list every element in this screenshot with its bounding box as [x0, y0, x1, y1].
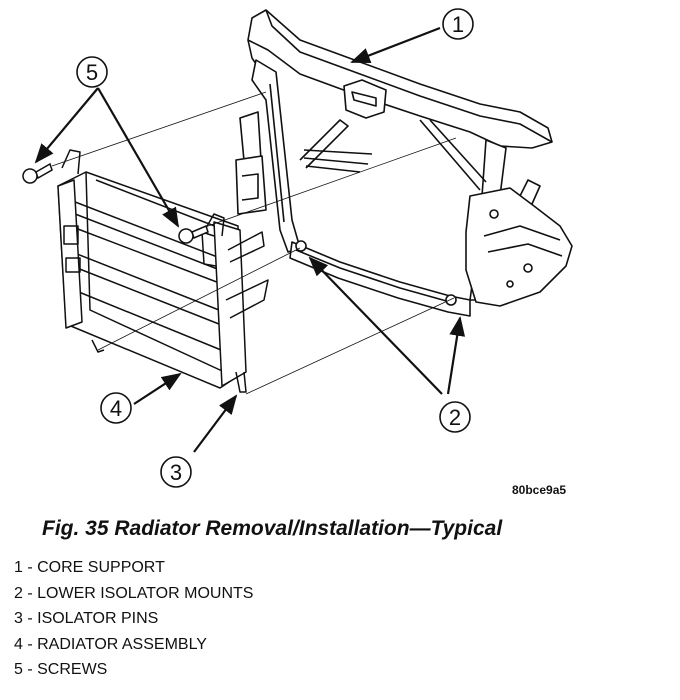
callout-4-label: 4	[110, 396, 122, 421]
callout-1-label: 1	[452, 12, 464, 37]
callout-2: 2	[439, 401, 471, 433]
leader-arrows	[34, 26, 466, 453]
legend-item: 1 - CORE SUPPORT	[14, 559, 165, 576]
callout-5: 5	[76, 56, 108, 88]
legend-item: 4 - RADIATOR ASSEMBLY	[14, 635, 207, 653]
callout-4: 4	[100, 392, 132, 424]
radiator-diagram: 1 2 3 4 5	[22, 8, 573, 488]
figure-caption: Fig. 35 Radiator Removal/Installation—Ty…	[42, 517, 503, 540]
core-support	[235, 9, 573, 317]
legend-item: 5 - SCREWS	[14, 661, 108, 678]
screw-right	[178, 224, 209, 244]
callout-1: 1	[442, 8, 474, 40]
legend: 1 - CORE SUPPORT 2 - LOWER ISOLATOR MOUN…	[14, 555, 253, 683]
radiator-assembly	[57, 149, 269, 393]
screw-left	[22, 162, 53, 184]
legend-item: 2 - LOWER ISOLATOR MOUNTS	[14, 584, 254, 602]
callout-2-label: 2	[449, 405, 461, 430]
callout-3: 3	[160, 456, 192, 488]
part-code: 80bce9a5	[512, 483, 567, 497]
callout-5-label: 5	[86, 60, 98, 85]
legend-item: 3 - ISOLATOR PINS	[14, 610, 159, 627]
alignment-lines	[51, 91, 457, 395]
callout-3-label: 3	[170, 460, 182, 485]
